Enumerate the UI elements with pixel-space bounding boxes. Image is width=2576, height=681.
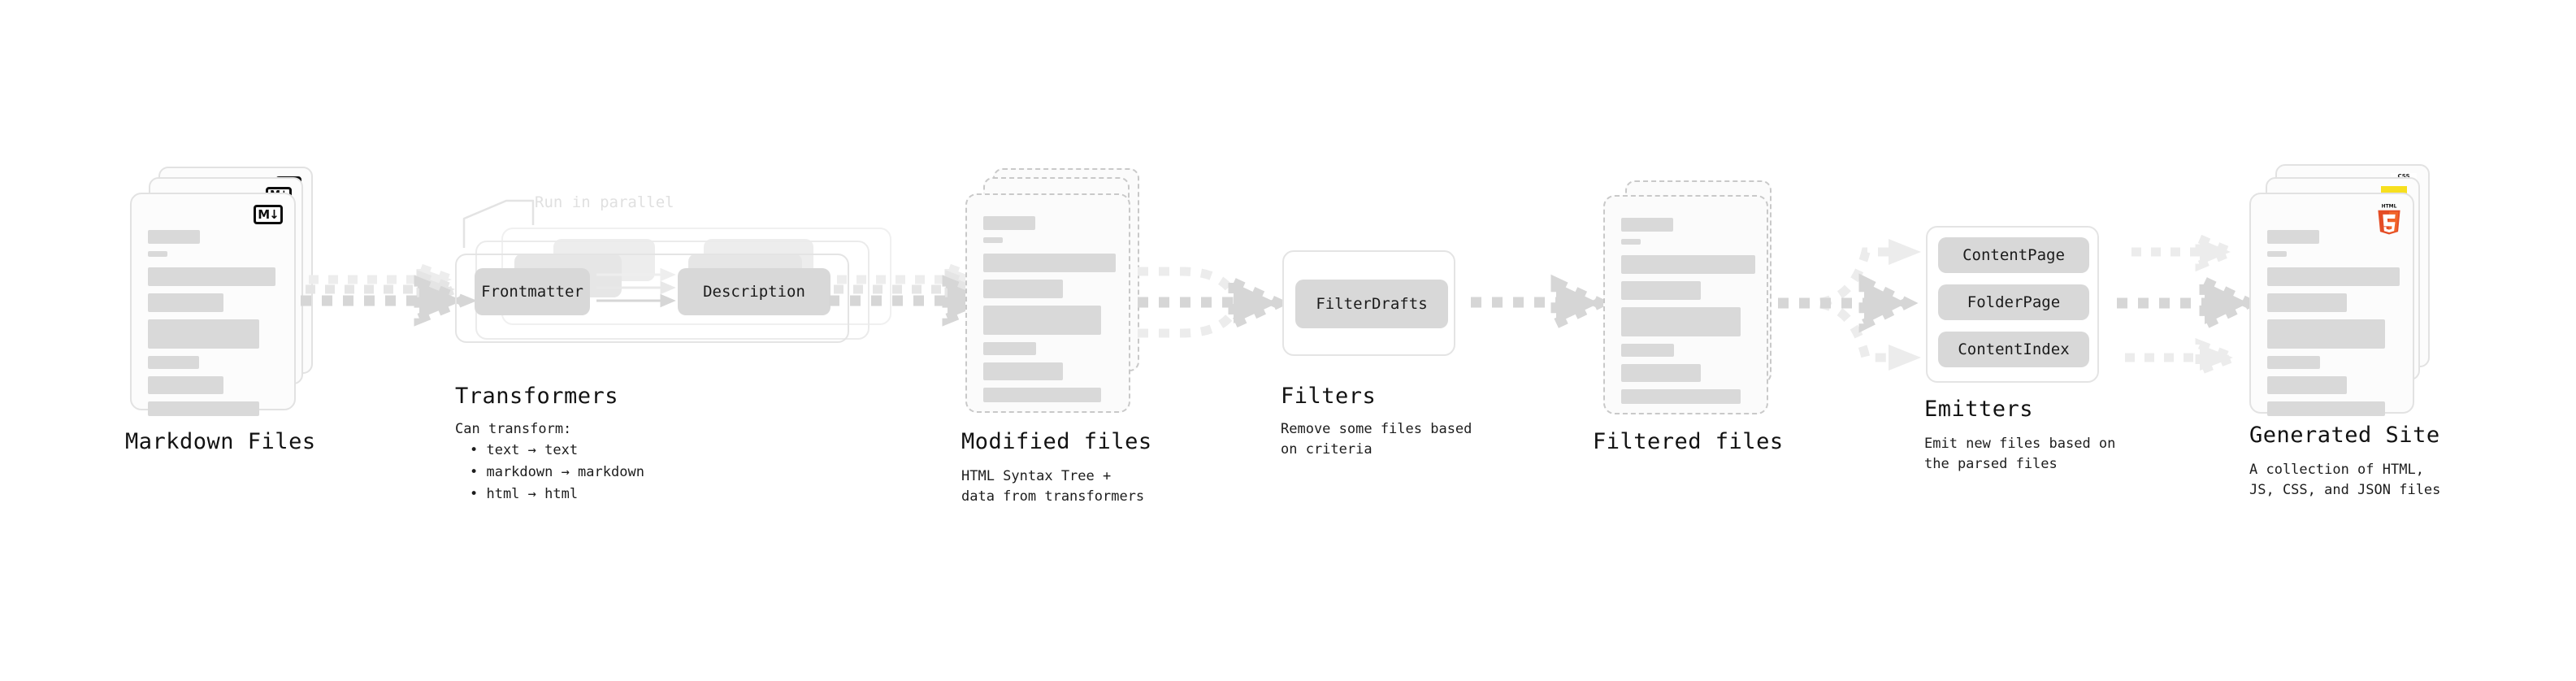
html5-icon: HTML xyxy=(2375,202,2403,235)
transformer-internal-arrows xyxy=(596,267,676,308)
skeleton-line xyxy=(2267,356,2320,369)
run-in-parallel-bracket xyxy=(462,199,535,248)
generated-site-subtitle-0: A collection of HTML, xyxy=(2249,462,2424,478)
skeleton-line xyxy=(148,230,200,244)
skeleton-line xyxy=(2267,376,2347,394)
run-in-parallel-label: Run in parallel xyxy=(535,193,674,211)
skeleton-line xyxy=(2267,230,2319,244)
emitters-panel: ContentPage FolderPage ContentIndex xyxy=(1926,226,2099,383)
filtered-files-title: Filtered files xyxy=(1593,429,1784,454)
skeleton-line xyxy=(1621,218,1673,232)
emitters-title: Emitters xyxy=(1924,397,2034,422)
generated-file-card-front: HTML xyxy=(2249,193,2414,416)
skeleton-line xyxy=(2267,293,2347,312)
generated-site-title: Generated Site xyxy=(2249,423,2440,448)
transformers-bullet-2: • html → html xyxy=(470,486,579,502)
modified-files-subtitle-1: data from transformers xyxy=(961,488,1145,505)
skeleton-line xyxy=(2267,251,2287,257)
skeleton-line xyxy=(983,388,1101,402)
skeleton-line xyxy=(983,362,1063,380)
skeleton-lines xyxy=(148,230,280,423)
skeleton-line xyxy=(148,293,223,312)
filters-panel: FilterDrafts xyxy=(1282,250,1455,356)
skeleton-line xyxy=(148,401,259,416)
transformer-panel-front: Frontmatter Description xyxy=(455,254,849,343)
arrow-markdown-to-transformers xyxy=(301,262,478,327)
markdown-file-card-front: M↓ xyxy=(130,193,296,416)
skeleton-line xyxy=(1621,281,1701,300)
filtered-file-card-front xyxy=(1603,195,1768,414)
skeleton-line xyxy=(148,251,167,257)
generated-site-subtitle-1: JS, CSS, and JSON files xyxy=(2249,482,2441,498)
markdown-icon: M↓ xyxy=(254,205,283,224)
skeleton-line xyxy=(2267,401,2385,416)
skeleton-lines xyxy=(2267,230,2400,423)
markdown-files-title: Markdown Files xyxy=(125,429,316,454)
filters-subtitle-1: on criteria xyxy=(1281,441,1373,458)
skeleton-line xyxy=(2267,319,2385,349)
arrow-filtered-to-emitters xyxy=(1778,239,1921,371)
modified-files-subtitle-0: HTML Syntax Tree + xyxy=(961,468,1112,484)
skeleton-line xyxy=(983,254,1116,272)
skeleton-line xyxy=(983,280,1063,298)
skeleton-lines xyxy=(1621,218,1755,411)
modified-file-card-front xyxy=(965,193,1130,413)
skeleton-lines xyxy=(983,216,1116,410)
transformer-pill-description[interactable]: Description xyxy=(678,268,830,315)
emitter-pill-contentpage[interactable]: ContentPage xyxy=(1938,237,2089,273)
svg-text:HTML: HTML xyxy=(2382,203,2397,209)
skeleton-line xyxy=(1621,389,1741,404)
transformer-pill-frontmatter[interactable]: Frontmatter xyxy=(475,268,590,315)
emitter-pill-folderpage[interactable]: FolderPage xyxy=(1938,284,2089,320)
skeleton-line xyxy=(983,216,1035,230)
arrow-emitters-to-site xyxy=(2117,232,2261,378)
skeleton-line xyxy=(1621,364,1701,382)
skeleton-line xyxy=(983,342,1036,355)
modified-files-title: Modified files xyxy=(961,429,1152,454)
transformers-bullet-1: • markdown → markdown xyxy=(470,464,644,480)
skeleton-line xyxy=(983,237,1003,243)
skeleton-line xyxy=(1621,239,1641,245)
skeleton-line xyxy=(1621,307,1741,336)
emitters-subtitle-1: the parsed files xyxy=(1924,456,2058,472)
skeleton-line xyxy=(148,319,259,349)
transformers-bullet-0: • text → text xyxy=(470,442,579,458)
filters-subtitle-0: Remove some files based xyxy=(1281,421,1472,437)
filters-title: Filters xyxy=(1281,384,1377,409)
transformers-subtitle: Can transform: xyxy=(455,421,572,437)
emitters-subtitle-0: Emit new files based on xyxy=(1924,436,2116,452)
skeleton-line xyxy=(148,356,199,369)
arrow-filters-to-filtered xyxy=(1471,274,1612,332)
skeleton-line xyxy=(2267,267,2400,286)
skeleton-line xyxy=(983,306,1101,335)
emitter-pill-contentindex[interactable]: ContentIndex xyxy=(1938,332,2089,367)
skeleton-line xyxy=(148,267,275,286)
transformers-title: Transformers xyxy=(455,384,619,409)
skeleton-line xyxy=(148,376,223,394)
skeleton-line xyxy=(1621,255,1755,274)
skeleton-line xyxy=(1621,344,1674,357)
filter-pill-filterdrafts[interactable]: FilterDrafts xyxy=(1295,280,1448,328)
arrow-modified-to-filters xyxy=(1138,267,1290,338)
